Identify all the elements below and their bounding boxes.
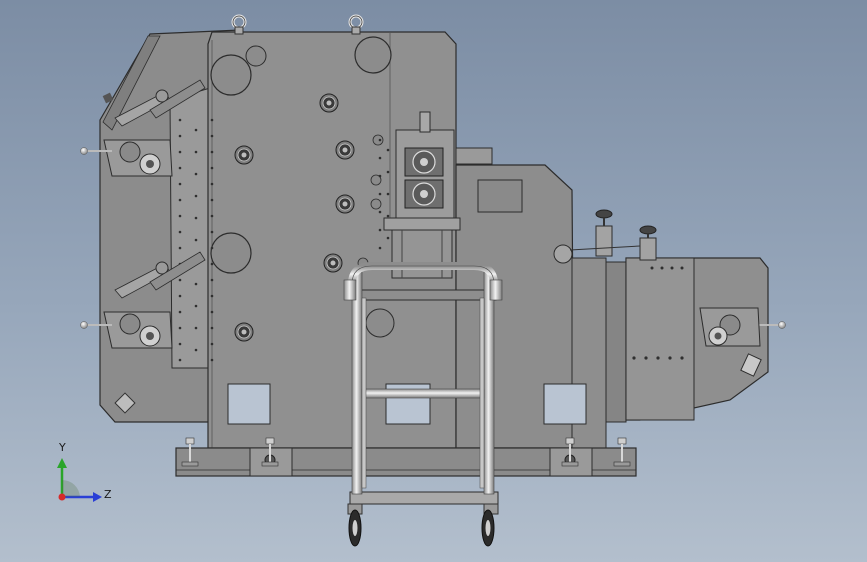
rivet xyxy=(210,342,214,346)
rivet xyxy=(194,348,198,352)
rivet xyxy=(178,134,182,138)
rivet xyxy=(650,266,654,270)
main-frame-plate xyxy=(207,31,457,449)
leveling-foot xyxy=(261,437,279,467)
rivet xyxy=(386,236,390,240)
rivet xyxy=(668,356,672,360)
rivet xyxy=(378,156,382,160)
shaft-end xyxy=(323,253,343,273)
rivet xyxy=(194,172,198,176)
bearing-covers xyxy=(210,36,395,338)
adjustment-knobs xyxy=(553,209,657,264)
shaft-end xyxy=(234,145,254,165)
rivet xyxy=(660,266,664,270)
shaft-end xyxy=(335,194,355,214)
rivet xyxy=(194,326,198,330)
rivet xyxy=(194,238,198,242)
rivet xyxy=(378,174,382,178)
triad-origin xyxy=(58,493,66,501)
rivet xyxy=(210,118,214,122)
rivet xyxy=(178,358,182,362)
shaft-end xyxy=(234,322,254,342)
transport-cart xyxy=(343,262,503,547)
rivet xyxy=(378,228,382,232)
rivet xyxy=(178,294,182,298)
rivet xyxy=(178,118,182,122)
rivet xyxy=(210,198,214,202)
warning-labels xyxy=(102,92,136,414)
rivet xyxy=(178,230,182,234)
rivet xyxy=(210,310,214,314)
rivet xyxy=(210,326,214,330)
rivet xyxy=(386,214,390,218)
rivet xyxy=(378,210,382,214)
rivet xyxy=(178,182,182,186)
rivet xyxy=(210,246,214,250)
rivet xyxy=(178,278,182,282)
rivet xyxy=(210,214,214,218)
rivet xyxy=(178,214,182,218)
rivet xyxy=(210,262,214,266)
rivet xyxy=(210,134,214,138)
leveling-foot xyxy=(613,437,631,467)
rivet xyxy=(378,138,382,142)
rivet xyxy=(644,356,648,360)
left-tension-arms xyxy=(103,79,206,349)
rivet xyxy=(194,194,198,198)
rivet xyxy=(210,166,214,170)
triad-z-arrowhead xyxy=(93,492,102,502)
rivet xyxy=(194,128,198,132)
lifting-eye-bolts xyxy=(231,14,364,35)
rivet xyxy=(386,192,390,196)
gearbox-unit xyxy=(383,111,493,279)
right-tension-arm xyxy=(699,307,762,377)
leveling-foot xyxy=(181,437,199,467)
rivet xyxy=(680,266,684,270)
rivet xyxy=(670,266,674,270)
rivet xyxy=(210,294,214,298)
rivet xyxy=(680,356,684,360)
rivet xyxy=(178,166,182,170)
rivet xyxy=(194,282,198,286)
leveling-foot xyxy=(561,437,579,467)
rivet xyxy=(178,326,182,330)
rivet xyxy=(386,170,390,174)
triad-y-arrowhead xyxy=(57,458,67,468)
housing-access-panel xyxy=(477,179,523,213)
rivet xyxy=(178,198,182,202)
base-rail xyxy=(175,447,637,477)
idler-roller xyxy=(370,174,382,186)
rivet xyxy=(210,182,214,186)
rivet xyxy=(178,150,182,154)
idler-roller xyxy=(370,198,382,210)
leveling-feet xyxy=(181,437,631,467)
rivet xyxy=(194,216,198,220)
triad-z-label: Z xyxy=(104,488,112,501)
rivet xyxy=(210,278,214,282)
rivet xyxy=(194,150,198,154)
connecting-frame xyxy=(571,257,627,449)
right-outfeed-module xyxy=(625,257,769,421)
rivet xyxy=(378,246,382,250)
rivet xyxy=(178,246,182,250)
rivet xyxy=(178,342,182,346)
rivet xyxy=(210,150,214,154)
rivet xyxy=(194,304,198,308)
rivet xyxy=(378,192,382,196)
rivet xyxy=(178,310,182,314)
rivet xyxy=(386,148,390,152)
rivet xyxy=(632,356,636,360)
shaft-end xyxy=(319,93,339,113)
triad-y-label: Y xyxy=(59,441,66,454)
rivet xyxy=(656,356,660,360)
rivet xyxy=(210,230,214,234)
rivet xyxy=(210,358,214,362)
shaft-end xyxy=(335,140,355,160)
idler-roller xyxy=(372,134,384,146)
orientation-triad xyxy=(57,458,102,502)
rivet-dots xyxy=(178,118,684,362)
